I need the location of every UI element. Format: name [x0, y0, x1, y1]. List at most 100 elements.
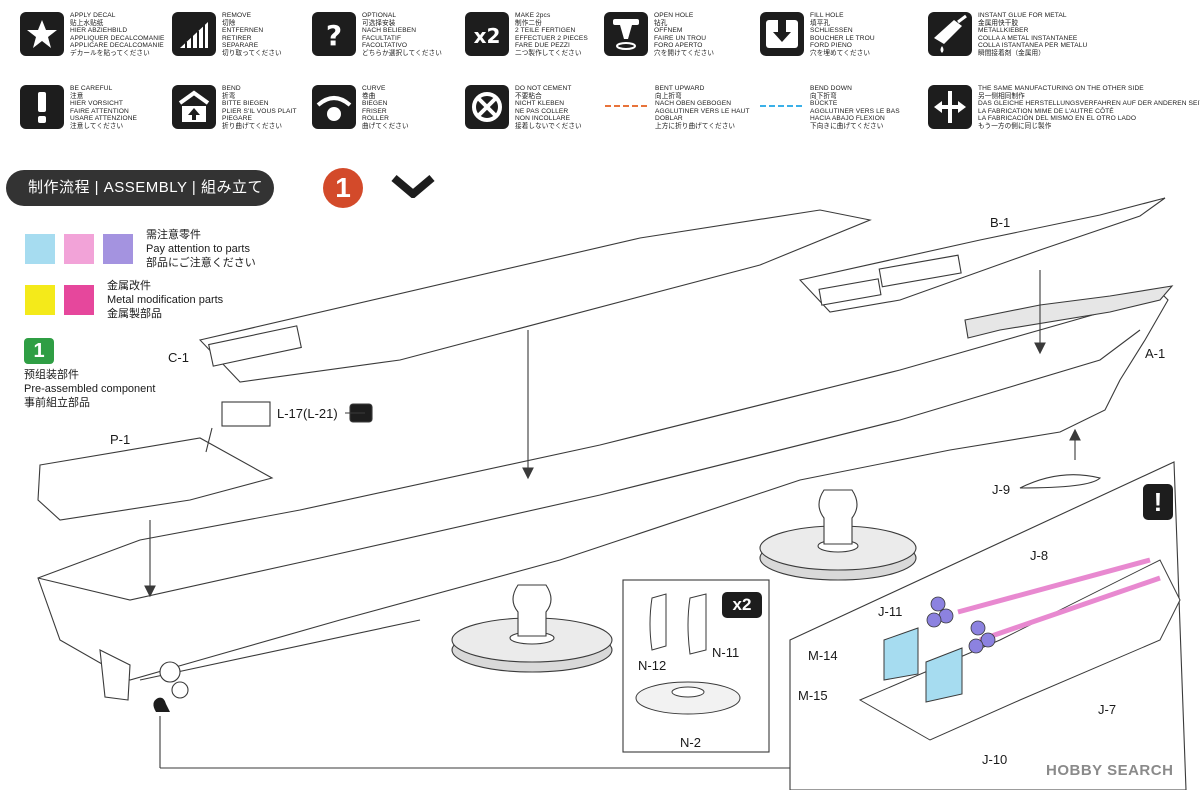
- part-label-j7: J-7: [1098, 702, 1117, 717]
- legend-line: LA FABRICACIÓN DEL MISMO EN EL OTRO LADO: [978, 115, 1137, 123]
- legend-open-hole: OPEN HOLE 钻孔 OFFNEM FAIRE UN TROU FORO A…: [604, 12, 754, 72]
- legend-line: NE PAS COLLER: [515, 107, 569, 115]
- legend-line: USARE ATTENZIONE: [70, 115, 138, 123]
- deck-hatch: [208, 325, 302, 367]
- legend-line: BOUCHER LE TROU: [810, 34, 875, 42]
- svg-text:?: ?: [326, 19, 342, 52]
- legend-instant-glue: INSTANT GLUE FOR METAL 金属用快干胶 METALLKIEB…: [928, 12, 1128, 72]
- legend-be-careful: BE CAREFUL 注意 HIER VORSICHT FAIRE ATTENT…: [20, 85, 170, 145]
- part-label-a1: A-1: [1145, 346, 1166, 361]
- legend-line: FRISER: [362, 107, 387, 115]
- legend-bend-down: BEND DOWN 向下折弯 BÜCKTE AGGLUTINER VERS LE…: [760, 85, 910, 145]
- legend-line: DAS GLEICHE HERSTELLUNGSVERFAHREN AUF DE…: [978, 100, 1200, 108]
- legend-line: BIEGEN: [362, 100, 388, 108]
- legend-line: 接着しないでください: [515, 122, 582, 130]
- remove-icon: [172, 12, 216, 56]
- legend-line: AGGLUTINER VERS LE BAS: [810, 107, 900, 115]
- part-label-j10: J-10: [982, 752, 1008, 767]
- legend-line: FAIRE ATTENTION: [70, 107, 129, 115]
- legend-line: 切り取ってください: [222, 49, 282, 57]
- legend-line: 填平孔: [810, 19, 831, 27]
- legend-line: 二つ製作してください: [515, 49, 582, 57]
- legend-line: 穴を埋めてください: [810, 49, 871, 57]
- bent-upward-line: [605, 105, 647, 107]
- propeller: [171, 681, 189, 699]
- note-line: Pay attention to parts: [146, 243, 250, 255]
- light-blue-swatch: [25, 234, 55, 264]
- part-label-b1: B-1: [990, 215, 1011, 230]
- legend-line: 卷曲: [362, 92, 376, 100]
- legend-line: PIEGARE: [222, 115, 253, 123]
- legend-make-two: x2 MAKE 2pcs 制作二份 2 TEILE FERTIGEN EFFEC…: [465, 12, 615, 72]
- legend-line: APPLICARE DECALCOMANIE: [70, 42, 164, 50]
- part-label-c1: C-1: [168, 350, 189, 365]
- legend-both-sides: THE SAME MANUFACTURING ON THE OTHER SIDE…: [928, 85, 1200, 145]
- note-line: 事前組立部品: [24, 397, 90, 409]
- attention-note: 需注意零件 Pay attention to parts 部品にご注意ください: [146, 228, 256, 270]
- legend-line: FARE DUE PEZZI: [515, 42, 570, 50]
- legend-line: 2 TEILE FERTIGEN: [515, 27, 576, 35]
- note-line: 需注意零件: [146, 229, 201, 241]
- legend-line: OFFNEM: [654, 27, 683, 35]
- legend-line: DO NOT CEMENT: [515, 85, 572, 92]
- small-part-l17: [221, 401, 271, 427]
- part-j10: [968, 620, 996, 654]
- part-j7: [979, 575, 1161, 643]
- legend-line: ENTFERNEN: [222, 27, 264, 35]
- part-j8: [957, 557, 1151, 615]
- fill-hole-icon: [760, 12, 804, 56]
- legend-line: HIER VORSICHT: [70, 100, 123, 108]
- legend-line: BEND: [222, 85, 241, 92]
- part-label-m14: M-14: [808, 648, 838, 663]
- legend-fill-hole: FILL HOLE 填平孔 SCHLIESSEN BOUCHER LE TROU…: [760, 12, 910, 72]
- legend-line: PLIER S'IL VOUS PLAIT: [222, 107, 297, 115]
- keel-skeg: [99, 649, 131, 701]
- note-line: 金属改件: [107, 280, 151, 292]
- legend-line: LA FABRICATION MIME DE L'AUTRE CÔTÉ: [978, 107, 1114, 115]
- pink-swatch: [64, 234, 94, 264]
- part-n12: [649, 593, 667, 651]
- deck-hatch: [878, 254, 962, 288]
- legend-line: NICHT KLEBEN: [515, 100, 565, 108]
- bow-bulwark: [964, 285, 1174, 339]
- watermark: HOBBY SEARCH: [1046, 762, 1174, 779]
- legend-line: APPLY DECAL: [70, 12, 116, 19]
- magenta-swatch: [64, 285, 94, 315]
- legend-line: COLLA ISTANTANEA PER METALU: [978, 42, 1088, 50]
- legend-line: もう一方の側に同じ製作: [978, 122, 1052, 130]
- legend-line: DOBLAR: [655, 115, 683, 123]
- legend-line: 注意してください: [70, 122, 124, 130]
- legend-line: REMOVE: [222, 12, 252, 19]
- legend-line: FACOLTATIVO: [362, 42, 408, 50]
- preassembled-badge: 1: [24, 338, 54, 364]
- display-stand-post: [512, 584, 552, 637]
- upper-deck-part: [198, 209, 872, 383]
- legend-line: 向上折弯: [655, 92, 682, 100]
- legend-line: FORO APERTO: [654, 42, 703, 50]
- legend-line: 可选择安装: [362, 19, 396, 27]
- note-line: Pre-assembled component: [24, 383, 156, 395]
- legend-line: METALLKIEBER: [978, 27, 1029, 35]
- legend-line: BEND DOWN: [810, 85, 852, 92]
- legend-line: CURVE: [362, 85, 386, 92]
- legend-line: THE SAME MANUFACTURING ON THE OTHER SIDE: [978, 85, 1144, 92]
- warning-badge: !: [1143, 484, 1173, 520]
- question-icon: ?: [312, 12, 356, 56]
- display-stand-base: [451, 627, 613, 673]
- both-sides-icon: [928, 85, 972, 129]
- legend-line: 曲げてください: [362, 122, 409, 130]
- curve-icon: [312, 85, 356, 129]
- legend-line: 切除: [222, 19, 236, 27]
- legend-line: OPEN HOLE: [654, 12, 694, 19]
- part-label-j8: J-8: [1030, 548, 1049, 563]
- legend-line: 上方に折り曲げてください: [655, 122, 736, 130]
- legend-line: NON INCOLLARE: [515, 115, 571, 123]
- legend-line: 不要粘合: [515, 92, 542, 100]
- legend-line: BITTE BIEGEN: [222, 100, 269, 108]
- open-hole-icon: [604, 12, 648, 56]
- legend-line: FILL HOLE: [810, 12, 844, 19]
- star-icon: [20, 12, 64, 56]
- legend-line: FAIRE UN TROU: [654, 34, 707, 42]
- display-stand-base: [759, 535, 917, 581]
- legend-do-not-cement: DO NOT CEMENT 不要粘合 NICHT KLEBEN NE PAS C…: [465, 85, 615, 145]
